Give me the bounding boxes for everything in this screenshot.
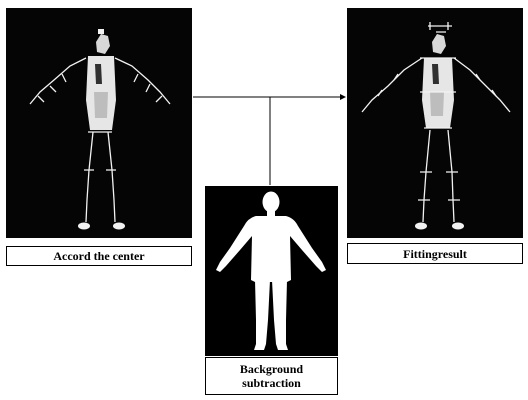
panel-fitting-result <box>347 8 523 238</box>
caption-accord-center: Accord the center <box>6 246 192 266</box>
panel-accord-center <box>6 8 192 238</box>
connector-lines <box>193 94 346 185</box>
caption-background-subtraction: Background subtraction <box>205 357 338 395</box>
panel-background-subtraction <box>205 186 338 356</box>
connector-arrowhead <box>340 94 346 100</box>
caption-fitting-result: Fittingresult <box>347 243 523 264</box>
